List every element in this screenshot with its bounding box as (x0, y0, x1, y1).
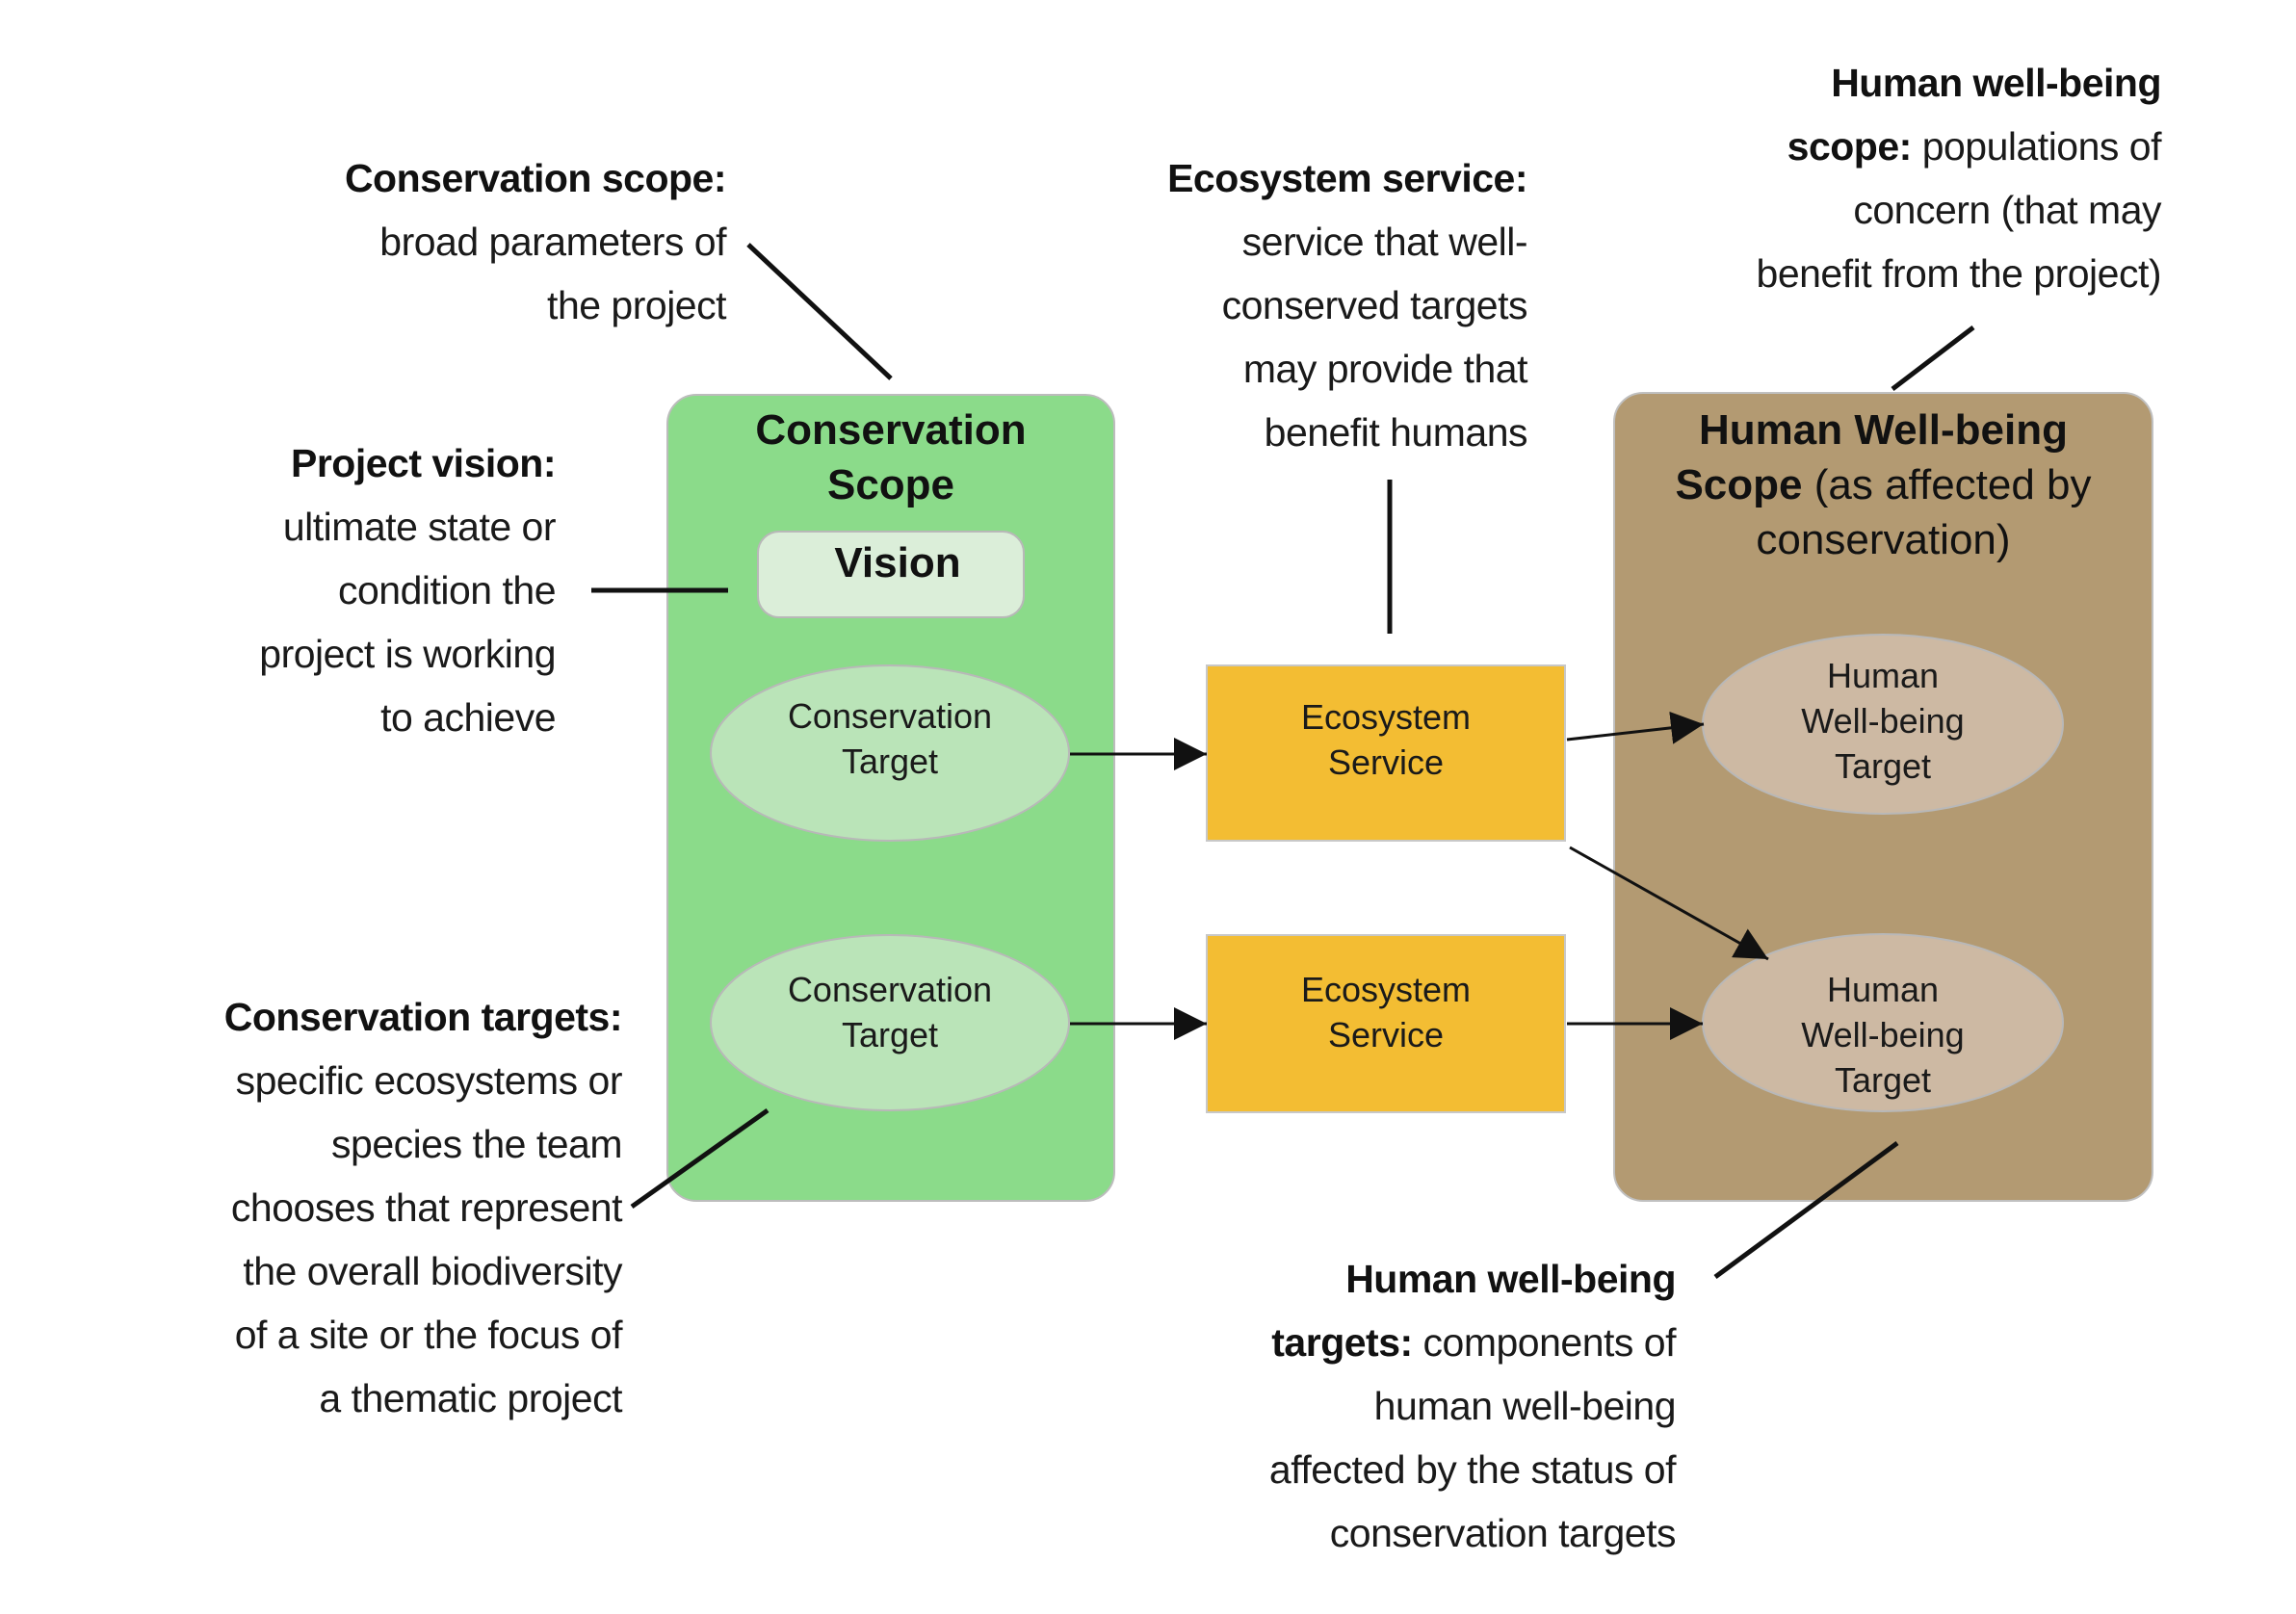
annotation-ecosystem-service-term: Ecosystem service: (1167, 156, 1527, 200)
human-wellbeing-target-2-label: Human Well-being Target (1703, 967, 2063, 1103)
annotation-line: condition the (337, 568, 557, 612)
annotation-line: service that well- (1241, 220, 1528, 264)
annotation-line: conserved targets (1221, 283, 1528, 327)
arrow-es1-to-hwt1 (1566, 711, 1705, 744)
annotation-conservation-scope: Conservation scope: broad parameters of … (344, 146, 727, 337)
annotation-line: of a site or the focus of (234, 1313, 623, 1357)
annotation-line: chooses that represent (230, 1185, 623, 1230)
annotation-project-vision: Project vision: ultimate state or condit… (259, 431, 556, 749)
annotation-line: the project (547, 283, 726, 327)
human-wellbeing-scope-title-line3: conservation) (1756, 516, 2011, 563)
ecosystem-service-2-line2: Service (1327, 1015, 1445, 1054)
annotation-line: targets: components of (1269, 1311, 1676, 1374)
conservation-target-2 (710, 934, 1070, 1111)
annotation-line: to achieve (380, 695, 556, 740)
ecosystem-service-box-2 (1206, 934, 1566, 1113)
conservation-target-2-line2: Target (841, 1015, 939, 1054)
human-wellbeing-target-2-line2: Well-being (1801, 1015, 1965, 1054)
annotation-line: broad parameters of (379, 220, 726, 264)
human-wellbeing-target-2-line3: Target (1834, 1060, 1932, 1100)
annotation-conservation-targets-term: Conservation targets: (223, 995, 623, 1039)
ecosystem-service-2-label: Ecosystem Service (1207, 967, 1565, 1057)
leader-conservation-scope (746, 243, 893, 380)
arrow-es1-to-hwt2 (1569, 846, 1769, 961)
conservation-target-1-label: Conservation Target (711, 693, 1069, 784)
annotation-line: affected by the status of (1268, 1447, 1677, 1492)
human-wellbeing-target-1-line1: Human (1826, 656, 1940, 695)
leader-human-wellbeing-scope (1891, 325, 1975, 391)
human-wellbeing-target-1-line3: Target (1834, 746, 1932, 786)
annotation-ecosystem-service: Ecosystem service: service that well- co… (1167, 146, 1527, 464)
conservation-target-1 (710, 664, 1070, 842)
vision-label: Vision (834, 539, 961, 586)
human-wellbeing-target-1-line2: Well-being (1801, 701, 1965, 741)
human-wellbeing-scope-title-paren: (as affected by (1802, 461, 2092, 508)
conservation-target-2-label: Conservation Target (711, 967, 1069, 1057)
annotation-line: project is working (259, 632, 556, 676)
annotation-line: ultimate state or (282, 505, 557, 549)
leader-human-wellbeing-targets (1713, 1140, 1899, 1280)
ecosystem-service-1-label: Ecosystem Service (1207, 694, 1565, 785)
annotation-line: conservation targets (1329, 1511, 1677, 1555)
ecosystem-service-1-line2: Service (1327, 742, 1445, 782)
ecosystem-service-box-1 (1206, 664, 1566, 842)
conservation-target-2-line1: Conservation (787, 970, 993, 1009)
annotation-human-wellbeing-targets-term-2: targets: (1271, 1320, 1413, 1365)
conservation-target-1-line1: Conservation (787, 696, 993, 736)
annotation-human-wellbeing-scope-term-2: scope: (1787, 124, 1913, 169)
conservation-scope-title-line1: Conservation (755, 406, 1027, 454)
leader-conservation-targets (630, 1107, 770, 1210)
annotation-conservation-scope-term: Conservation scope: (344, 156, 727, 200)
human-wellbeing-scope-title-line1: Human Well-being (1699, 406, 2068, 454)
annotation-line: may provide that (1242, 347, 1528, 391)
annotation-line: benefit humans (1264, 410, 1528, 455)
annotation-human-wellbeing-scope: Human well-being scope: populations of c… (1756, 51, 2162, 305)
annotation-line: human well-being (1373, 1384, 1677, 1428)
annotation-text: components of (1412, 1320, 1677, 1365)
annotation-line: species the team (331, 1122, 622, 1166)
annotation-line: concern (that may (1853, 188, 2161, 232)
annotation-line: specific ecosystems or (235, 1058, 623, 1103)
human-wellbeing-target-2-line1: Human (1826, 970, 1940, 1009)
annotation-line: a thematic project (319, 1376, 622, 1420)
annotation-line: benefit from the project) (1756, 251, 2162, 296)
annotation-conservation-targets: Conservation targets: specific ecosystem… (223, 985, 623, 1430)
annotation-text: populations of (1911, 124, 2162, 169)
conservation-scope-title-line2: Scope (826, 461, 955, 508)
annotation-line: the overall biodiversity (243, 1249, 622, 1293)
vision-box (757, 531, 1025, 618)
annotation-human-wellbeing-scope-term: Human well-being (1831, 61, 2161, 105)
ecosystem-service-1-line1: Ecosystem (1300, 697, 1472, 737)
conservation-scope-title: Conservation Scope (667, 403, 1114, 512)
annotation-human-wellbeing-targets-term: Human well-being (1345, 1257, 1676, 1301)
annotation-human-wellbeing-targets: Human well-being targets: components of … (1268, 1247, 1677, 1565)
ecosystem-service-2-line1: Ecosystem (1300, 970, 1472, 1009)
annotation-line: scope: populations of (1757, 115, 2162, 178)
annotation-project-vision-term: Project vision: (290, 441, 557, 485)
human-wellbeing-scope-title: Human Well-being Scope (as affected by c… (1614, 403, 2152, 567)
human-wellbeing-scope-title-line2: Scope (as affected by (1614, 457, 2152, 512)
conservation-target-1-line2: Target (841, 742, 939, 781)
human-wellbeing-target-1-label: Human Well-being Target (1703, 653, 2063, 789)
human-wellbeing-scope-title-bold: Scope (1675, 461, 1803, 508)
